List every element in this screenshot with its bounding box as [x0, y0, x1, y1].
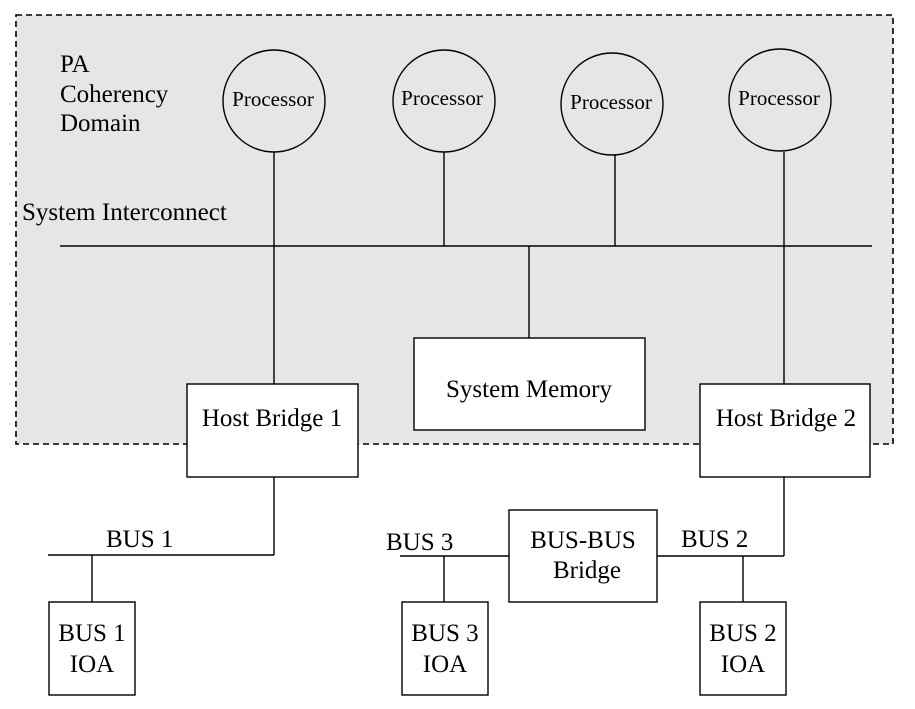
host-bridge-2-label: Host Bridge 2: [716, 405, 856, 432]
processor-2-label: Processor: [401, 86, 483, 110]
bus-1-label: BUS 1: [106, 526, 173, 553]
system-interconnect-label: System Interconnect: [22, 199, 227, 226]
bus-2-ioa-label-line-1: BUS 2: [709, 620, 776, 647]
bus-1-ioa-label-line-2: IOA: [70, 651, 114, 678]
bus-3-ioa-label-line-1: BUS 3: [411, 620, 478, 647]
system-memory-label: System Memory: [446, 376, 612, 403]
bus-2-ioa-label-line-2: IOA: [721, 651, 765, 678]
processor-4-label: Processor: [738, 86, 820, 110]
bus-2-label: BUS 2: [681, 526, 748, 553]
host-bridge-2: Host Bridge 2: [699, 383, 871, 478]
host-bridge-1-label: Host Bridge 1: [202, 405, 342, 432]
bus-3-ioa-label-line-2: IOA: [423, 651, 467, 678]
bus-bus-bridge-label-line-2: Bridge: [553, 557, 621, 584]
domain-label-line-2: Coherency: [60, 81, 169, 108]
processor-4: Processor: [728, 48, 832, 152]
bus-bus-bridge-label-line-1: BUS-BUS: [530, 527, 636, 554]
bus-2-ioa: BUS 2 IOA: [699, 601, 787, 696]
processor-3-label: Processor: [570, 90, 652, 114]
host-bridge-1: Host Bridge 1: [186, 383, 359, 478]
domain-label-line-1: PA: [60, 51, 90, 78]
processor-2: Processor: [392, 49, 496, 153]
bus-3-label: BUS 3: [386, 529, 453, 556]
domain-label-line-3: Domain: [60, 110, 141, 137]
bus-3-ioa: BUS 3 IOA: [401, 601, 489, 696]
bus-1-ioa: BUS 1 IOA: [48, 601, 136, 696]
bus-bus-bridge: BUS-BUS Bridge: [508, 509, 658, 603]
bus-1-ioa-label-line-1: BUS 1: [58, 620, 125, 647]
processor-1: Processor: [222, 49, 326, 153]
processor-3: Processor: [560, 52, 664, 156]
processor-1-label: Processor: [232, 87, 314, 111]
system-memory: System Memory: [413, 337, 646, 431]
